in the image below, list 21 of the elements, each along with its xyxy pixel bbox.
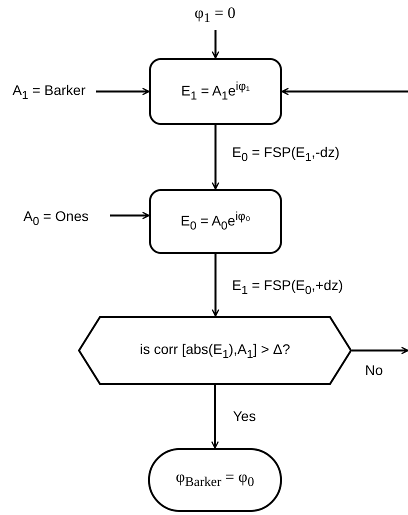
arrow (212, 254, 220, 317)
arrow (281, 88, 408, 96)
arrow (212, 125, 220, 190)
terminal-box (148, 448, 282, 512)
edge-label: No (365, 363, 383, 378)
input-label: A$_{0}$ = Ones (23, 208, 89, 228)
process-box (149, 58, 282, 125)
formula-text: is corr [abs(E$_{1}$),A$_{1}$] > Δ? (140, 340, 290, 360)
arrow (212, 30, 220, 59)
formula-text: φ$_{Barker}$ = φ$_{0}$ (176, 469, 254, 491)
arrow (96, 88, 150, 96)
formula-text: E$_{1}$ = A$_{1}$e$^{iφ₁}$ (181, 80, 250, 103)
decision-hexagon (78, 316, 352, 385)
arrow (110, 212, 150, 220)
formula-text: E$_{0}$ = A$_{0}$e$^{iφ₀}$ (180, 210, 250, 233)
input-label: A$_{1}$ = Barker (12, 82, 86, 102)
arrow (352, 346, 408, 354)
input-label: φ$_{1}$ = 0 (194, 5, 236, 27)
edge-label: Yes (233, 409, 256, 424)
process-box (149, 189, 282, 254)
arrow (211, 385, 219, 449)
